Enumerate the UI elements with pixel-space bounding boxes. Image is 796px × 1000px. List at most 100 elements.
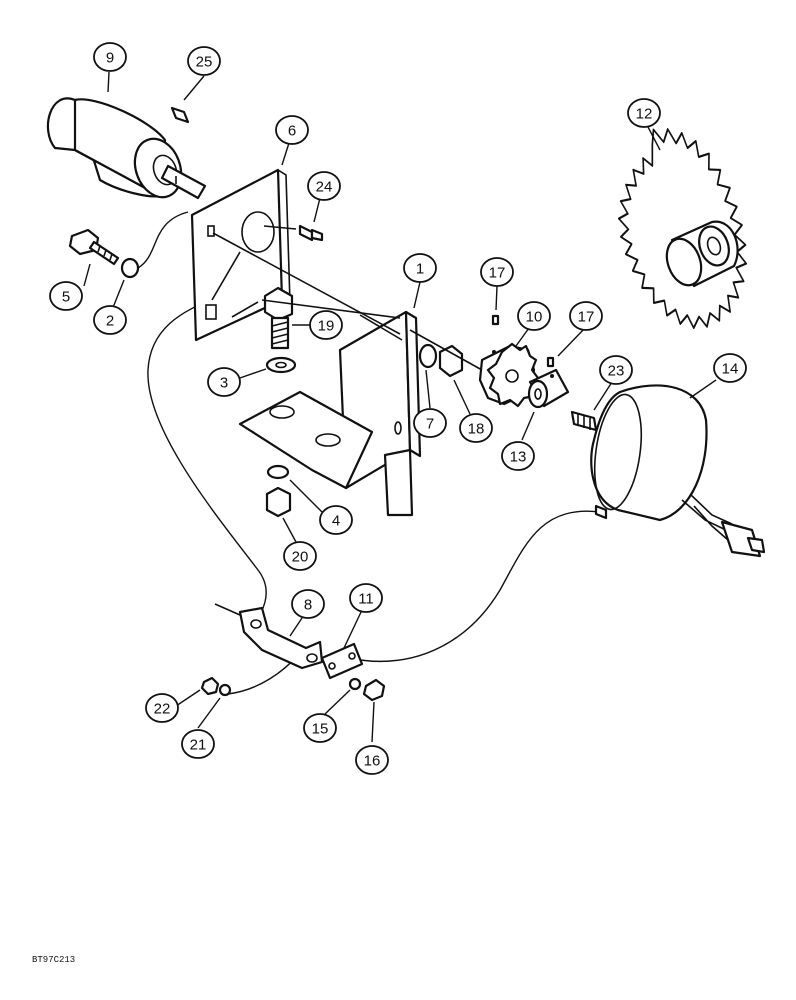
callout-leaders bbox=[83, 71, 717, 743]
callout-6: 6 bbox=[275, 115, 309, 145]
callout-12: 12 bbox=[627, 98, 661, 128]
carriage-bolt bbox=[263, 286, 294, 350]
callout-number: 7 bbox=[426, 416, 434, 433]
callout-number: 24 bbox=[316, 179, 333, 196]
callout-number: 13 bbox=[510, 449, 527, 466]
callout-19: 19 bbox=[309, 310, 343, 340]
callout-circle bbox=[49, 281, 83, 311]
callout-number: 9 bbox=[106, 50, 114, 67]
figure-reference: BT97C213 bbox=[32, 955, 75, 965]
callout-8: 8 bbox=[291, 589, 325, 619]
washer bbox=[418, 343, 438, 369]
callout-number: 18 bbox=[468, 421, 485, 438]
callout-4: 4 bbox=[319, 505, 353, 535]
callout-16: 16 bbox=[355, 745, 389, 775]
callout-24: 24 bbox=[307, 171, 341, 201]
callout-5: 5 bbox=[49, 281, 83, 311]
callouts: 1234567891011121314151617171819202122232… bbox=[49, 42, 747, 775]
callout-circle bbox=[413, 408, 447, 438]
leader-line bbox=[147, 295, 267, 629]
callout-1: 1 bbox=[403, 253, 437, 283]
screw bbox=[362, 678, 386, 702]
callout-circle bbox=[187, 46, 221, 76]
callout-number: 12 bbox=[636, 106, 653, 123]
bolt bbox=[68, 228, 120, 266]
drive-sprocket bbox=[478, 342, 540, 408]
washer bbox=[120, 257, 140, 279]
callout-number: 16 bbox=[364, 753, 381, 770]
callout-circle bbox=[93, 305, 127, 335]
callout-number: 22 bbox=[154, 701, 171, 718]
callout-25: 25 bbox=[187, 46, 221, 76]
callout-circle bbox=[599, 355, 633, 385]
callout-22: 22 bbox=[145, 693, 179, 723]
callout-circle bbox=[275, 115, 309, 145]
callout-number: 21 bbox=[190, 737, 207, 754]
callout-circle bbox=[349, 583, 383, 613]
leader-line bbox=[359, 510, 601, 662]
callout-circle bbox=[713, 353, 747, 383]
flat-washer bbox=[265, 356, 297, 374]
set-screw bbox=[491, 314, 500, 326]
callout-circle bbox=[145, 693, 179, 723]
coupling bbox=[527, 368, 570, 409]
motor bbox=[46, 97, 207, 200]
callout-circle bbox=[207, 367, 241, 397]
callout-circle bbox=[181, 729, 215, 759]
callout-circle bbox=[307, 171, 341, 201]
washer bbox=[218, 683, 232, 697]
set-screw bbox=[546, 356, 555, 368]
callout-11: 11 bbox=[349, 583, 383, 613]
leader-line bbox=[137, 211, 189, 269]
callout-13: 13 bbox=[501, 441, 535, 471]
callout-2: 2 bbox=[93, 305, 127, 335]
callout-15: 15 bbox=[303, 713, 337, 743]
callout-number: 5 bbox=[62, 289, 70, 306]
callout-23: 23 bbox=[599, 355, 633, 385]
callout-circle bbox=[291, 589, 325, 619]
bracket bbox=[238, 310, 422, 517]
callout-number: 25 bbox=[196, 54, 213, 71]
clamp bbox=[214, 603, 324, 670]
callout-circle bbox=[283, 541, 317, 571]
callout-number: 14 bbox=[722, 361, 739, 378]
callout-7: 7 bbox=[413, 408, 447, 438]
lock-washer bbox=[266, 464, 290, 480]
callout-number: 23 bbox=[608, 363, 625, 380]
callout-number: 19 bbox=[318, 318, 335, 335]
callout-17b: 17 bbox=[569, 301, 603, 331]
nut bbox=[438, 344, 464, 378]
callout-circle bbox=[355, 745, 389, 775]
callout-20: 20 bbox=[283, 541, 317, 571]
callout-number: 20 bbox=[292, 549, 309, 566]
screw bbox=[570, 410, 598, 432]
nut bbox=[265, 486, 292, 518]
callout-number: 15 bbox=[312, 721, 329, 738]
callout-number: 1 bbox=[416, 261, 424, 278]
callout-21: 21 bbox=[181, 729, 215, 759]
callout-number: 10 bbox=[526, 309, 543, 326]
callout-circle bbox=[303, 713, 337, 743]
callout-circle bbox=[627, 98, 661, 128]
callout-14: 14 bbox=[713, 353, 747, 383]
callout-number: 6 bbox=[288, 123, 296, 140]
callout-circle bbox=[403, 253, 437, 283]
callout-circle bbox=[459, 413, 493, 443]
callout-number: 4 bbox=[332, 513, 340, 530]
alignment-lines bbox=[212, 225, 483, 371]
callout-circle bbox=[517, 301, 551, 331]
washer bbox=[348, 677, 362, 691]
callout-9: 9 bbox=[93, 42, 127, 72]
callout-3: 3 bbox=[207, 367, 241, 397]
callout-18: 18 bbox=[459, 413, 493, 443]
callout-number: 17 bbox=[578, 309, 595, 326]
callout-number: 2 bbox=[106, 313, 114, 330]
callout-circle bbox=[480, 257, 514, 287]
plate bbox=[320, 642, 364, 680]
callout-circle bbox=[569, 301, 603, 331]
nut bbox=[200, 676, 220, 696]
large-sprocket bbox=[618, 128, 748, 329]
callout-number: 11 bbox=[358, 591, 374, 608]
callout-circle bbox=[93, 42, 127, 72]
